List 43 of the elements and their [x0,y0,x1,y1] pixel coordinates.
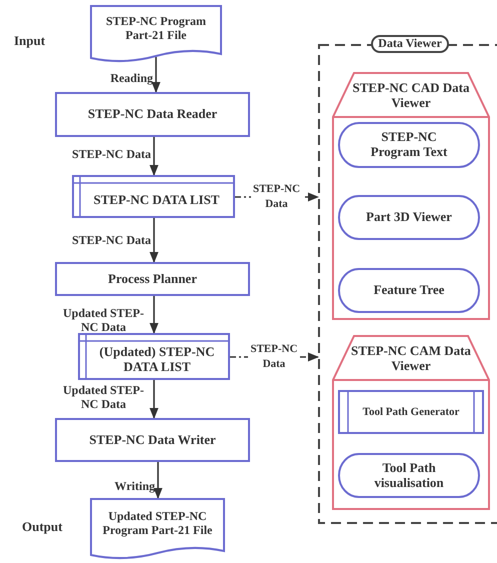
document-box [90,5,222,63]
node-label: Updated STEP-NC Program Part-21 File [102,510,214,538]
process-box [55,92,250,137]
edge-label: Reading [110,72,153,86]
node-label: STEP-NC CAM Data Viewer [350,344,472,374]
terminal-box [338,195,480,240]
arrow [154,462,162,500]
node-label: STEP-NC CAD Data Viewer [352,80,470,110]
node-label: Process Planner [108,272,197,286]
node-label: Tool Path Generator [362,406,460,418]
arrow [152,57,160,94]
node-label: STEP-NC Program Part-21 File [104,15,208,43]
terminal-box [338,453,480,498]
node-label: Part 3D Viewer [366,210,452,225]
edge-label: Writing [114,480,155,494]
edge-label: Updated STEP-NC Data [62,307,146,335]
arrow [150,218,158,264]
data-list-box [72,175,235,218]
side-label: Output [22,520,62,535]
node-label: STEP-NC DATA LIST [94,192,220,208]
node-label: STEP-NC Program Text [370,130,448,160]
edge-label: Updated STEP-NC Data [62,384,146,412]
node-label: Tool Path visualisation [373,460,445,490]
data-list-box [78,333,230,380]
process-box [55,418,250,462]
process-box [55,262,250,296]
viewer-panel [332,335,490,510]
edge-label: STEP-NC Data [72,234,151,248]
node-label: STEP-NC Data Reader [88,107,218,122]
group-title: Data Viewer [371,35,449,53]
node-label: Feature Tree [374,283,444,298]
side-label: Input [14,34,46,49]
edge-label: STEP-NC Data [72,148,151,162]
terminal-box [338,268,480,313]
node-label: STEP-NC Data Writer [89,432,216,448]
arrow [150,137,158,176]
node-label: (Updated) STEP-NC DATA LIST [98,345,216,375]
terminal-box [338,122,480,168]
document-box [90,498,225,560]
arrow [150,380,158,420]
viewer-panel [332,72,490,320]
process-box [338,390,484,434]
arrow [150,296,158,334]
